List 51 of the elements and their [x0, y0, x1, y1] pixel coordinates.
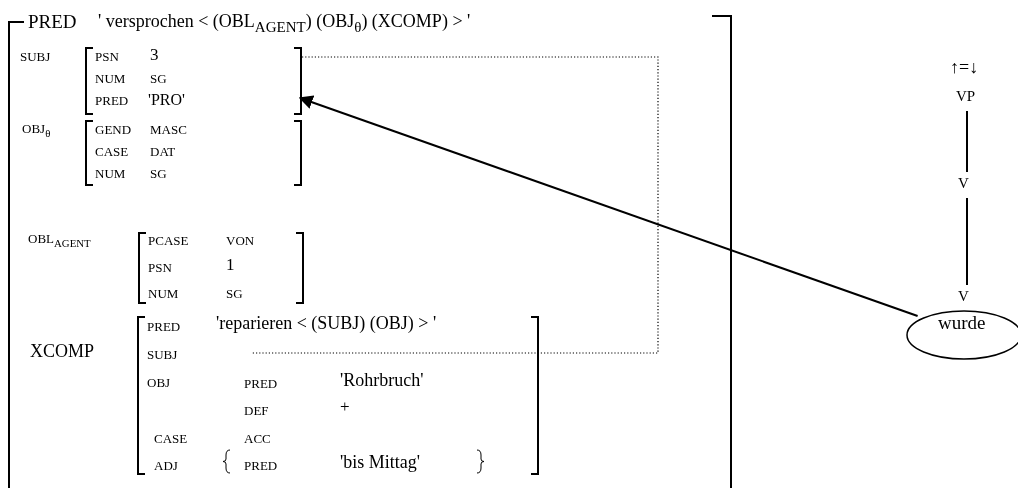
- feature-name: SUBJ: [147, 348, 178, 363]
- feature-name: NUM: [148, 287, 179, 302]
- feature-value: 3: [150, 46, 159, 65]
- feature-value: +: [340, 398, 350, 417]
- category-label: VP: [956, 88, 976, 105]
- dotted-line: [251, 56, 659, 354]
- feature-name: ADJ: [154, 459, 178, 474]
- feature-name: SUBJ: [20, 50, 51, 65]
- feature-name: CASE: [95, 145, 129, 160]
- feature-name: CASE: [154, 432, 188, 447]
- feature-value: SG: [150, 167, 167, 182]
- feature-name: PRED: [28, 12, 77, 33]
- feature-value: ' versprochen < (OBL$_{AGENT}$) (OBJ$_{θ}$) (XCOMP) > ': [98, 12, 471, 36]
- word-label: wurde: [938, 313, 986, 334]
- feature-name: ACC: [244, 432, 271, 447]
- feature-value: MASC: [150, 123, 187, 138]
- feature-name: NUM: [95, 72, 126, 87]
- feature-name: PSN: [95, 50, 119, 65]
- feature-name: OBJ: [147, 376, 171, 391]
- feature-name: PRED: [244, 377, 278, 392]
- feature-name: PRED: [95, 94, 129, 109]
- f-structure-matrix: [8, 15, 732, 488]
- attribute-value-matrix: [85, 47, 302, 115]
- attribute-value-matrix: [137, 316, 539, 475]
- tree-branch: [966, 110, 968, 173]
- attribute-value-matrix: [85, 120, 302, 186]
- functional-annotation: ↑=↓: [950, 58, 979, 78]
- category-label: V: [958, 288, 969, 305]
- feature-value: VON: [226, 234, 255, 249]
- feature-name: NUM: [95, 167, 126, 182]
- feature-name: GEND: [95, 123, 132, 138]
- feature-value: 'Rohrbruch': [340, 371, 424, 391]
- feature-value: 'reparieren < (SUBJ) (OBJ) > ': [216, 314, 437, 334]
- feature-name: OBL$_{AGENT}$: [28, 232, 91, 250]
- feature-name: XCOMP: [30, 342, 95, 362]
- feature-value: 'bis Mittag': [340, 453, 420, 473]
- feature-name: OBJ$_{θ}$: [22, 122, 51, 140]
- attribute-value-matrix: [138, 232, 304, 304]
- feature-value: 'PRO': [148, 91, 185, 109]
- feature-name: PCASE: [148, 234, 189, 249]
- tree-branch: [966, 197, 968, 286]
- feature-value: 1: [226, 256, 235, 275]
- feature-name: PRED: [147, 320, 181, 335]
- category-label: V: [958, 175, 969, 192]
- feature-name: DEF: [244, 404, 269, 419]
- feature-name: PSN: [148, 261, 172, 276]
- feature-value: SG: [226, 287, 243, 302]
- feature-name: PRED: [244, 459, 278, 474]
- feature-value: SG: [150, 72, 167, 87]
- arrow: [298, 95, 919, 317]
- feature-value: DAT: [150, 145, 176, 160]
